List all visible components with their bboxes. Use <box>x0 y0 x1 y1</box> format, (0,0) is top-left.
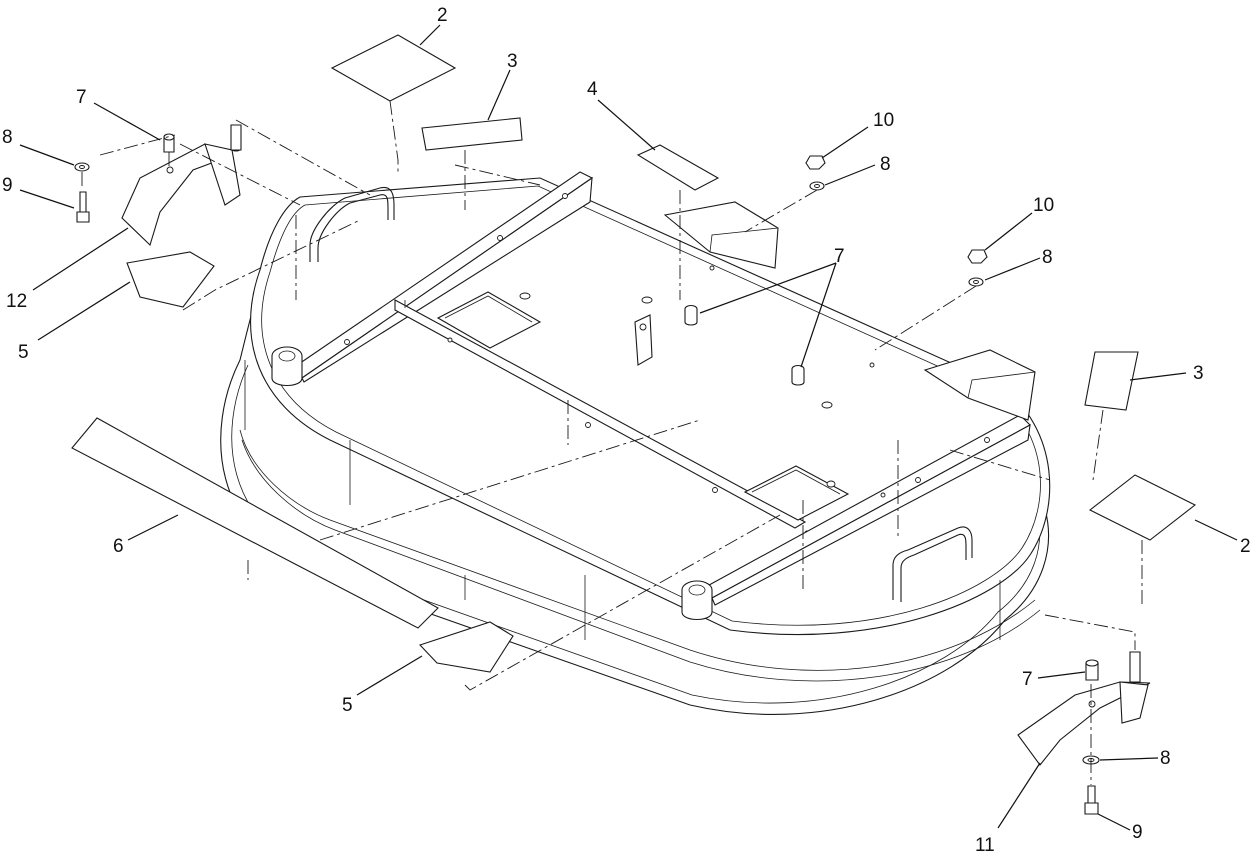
decal-2-top <box>330 34 457 102</box>
callout-12: 12 <box>6 291 27 312</box>
callout-2-right: 2 <box>1240 536 1251 557</box>
rear-bracket-mounted-top <box>663 201 779 271</box>
callout-10-top: 10 <box>873 110 894 131</box>
decal-3-top <box>421 117 523 151</box>
assembly-centerlines <box>81 100 1143 785</box>
deck-openings <box>436 291 850 521</box>
callout-5-left: 5 <box>18 342 29 363</box>
handle-left <box>309 186 395 262</box>
callout-9-left: 9 <box>2 175 13 196</box>
callout-7-left: 7 <box>76 87 87 108</box>
callout-labels: 2 3 4 7 8 9 12 5 10 8 10 8 7 3 2 6 5 7 8… <box>2 5 1251 856</box>
rear-bracket-mounted-right <box>869 349 1036 421</box>
mower-deck <box>220 177 1051 715</box>
callout-7-bottom: 7 <box>1022 669 1033 690</box>
decal-2-right <box>1088 474 1197 541</box>
deck-rail-right <box>681 414 1031 621</box>
callout-8-bottom: 8 <box>1160 748 1171 769</box>
deck-spacers <box>684 304 805 386</box>
deck-rail-left <box>271 171 594 387</box>
callout-8-top: 8 <box>880 154 891 175</box>
callout-8-right: 8 <box>1042 247 1053 268</box>
hardware <box>74 133 1100 815</box>
bracket-12 <box>121 124 242 247</box>
callout-11: 11 <box>975 835 995 856</box>
callout-5-bottom: 5 <box>342 695 353 716</box>
callout-8-left: 8 <box>2 127 13 148</box>
callout-10-right: 10 <box>1033 195 1054 216</box>
leader-lines <box>19 24 1238 831</box>
callout-3-top: 3 <box>507 51 518 72</box>
callout-9-bottom: 9 <box>1132 822 1143 843</box>
callout-4: 4 <box>587 79 598 100</box>
callout-3-right: 3 <box>1193 363 1204 384</box>
callout-7-center: 7 <box>834 246 845 267</box>
callout-2-top: 2 <box>437 5 448 26</box>
skid-6 <box>71 417 439 629</box>
handle-right <box>892 526 973 602</box>
guard-5-left <box>126 251 215 308</box>
guard-5-bottom <box>419 621 514 673</box>
decal-3-right <box>1084 351 1139 411</box>
decal-4 <box>636 144 720 191</box>
callout-6: 6 <box>113 536 124 557</box>
bracket-11 <box>1017 651 1151 766</box>
